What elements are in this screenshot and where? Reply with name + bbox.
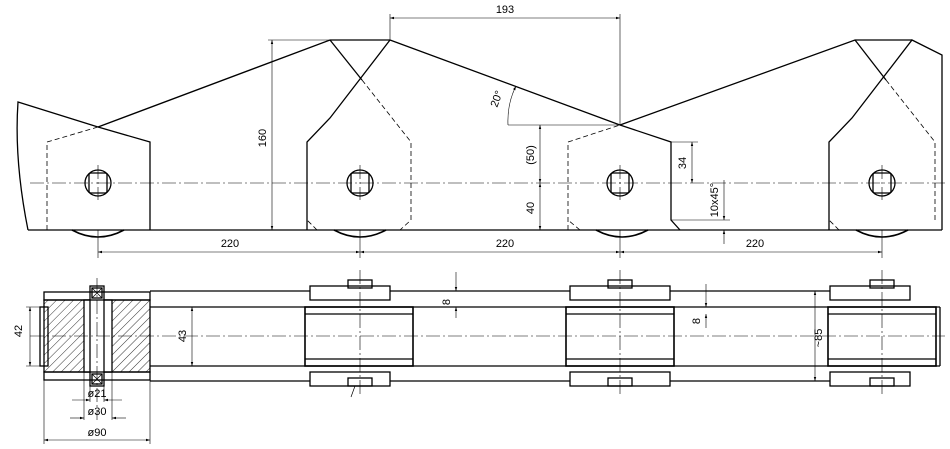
- dim-dia-21-label: ø21: [88, 388, 107, 400]
- rollers: [304, 306, 937, 367]
- dim-plate-8a-label: 8: [441, 299, 453, 305]
- dim-50-label: (50): [525, 145, 537, 165]
- dim-50-40: (50) 40: [525, 124, 542, 230]
- dim-193-label: 193: [496, 4, 514, 16]
- dim-pitch: 220 220 220: [97, 230, 883, 258]
- hidden-links: [46, 79, 936, 231]
- plan-view: 8 8 42 43 ~85: [13, 270, 945, 444]
- dim-pitch-3-label: 220: [746, 238, 764, 250]
- dim-pitch-1-label: 220: [221, 238, 239, 250]
- dim-40-label: 40: [525, 202, 537, 214]
- dim-34: 34: [671, 141, 698, 183]
- dim-angle-label: 20°: [489, 89, 506, 109]
- dim-34-label: 34: [677, 157, 689, 169]
- dim-43: 43: [177, 307, 194, 366]
- dim-pitch-2-label: 220: [496, 238, 514, 250]
- dim-43-label: 43: [177, 330, 189, 342]
- dim-chamfer-label: 10x45°: [709, 183, 721, 217]
- dim-dia-30-label: ø30: [88, 406, 107, 418]
- dim-193: 193: [389, 4, 621, 125]
- dim-dia-90-label: ø90: [88, 427, 107, 439]
- dim-chamfer: 10x45°: [671, 180, 730, 244]
- wheels: [71, 229, 909, 238]
- link-plates: [150, 285, 941, 387]
- dim-diameters: ø21 ø30 ø90: [43, 372, 151, 444]
- dim-plate-8a: 8: [441, 272, 458, 318]
- side-elevation: 193 160 20° (50) 40 34: [16, 4, 945, 258]
- scraper-plates: [16, 39, 943, 231]
- dim-angle: 20°: [489, 85, 620, 126]
- dim-plate-8b: 8: [691, 284, 708, 328]
- dim-160: 160: [257, 39, 330, 230]
- dim-42: 42: [13, 306, 44, 367]
- dim-42-label: 42: [13, 325, 25, 337]
- dim-plate-8b-label: 8: [691, 318, 703, 324]
- dim-85: ~85: [810, 290, 830, 382]
- dim-160-label: 160: [257, 129, 269, 147]
- dim-85-label: ~85: [813, 329, 825, 348]
